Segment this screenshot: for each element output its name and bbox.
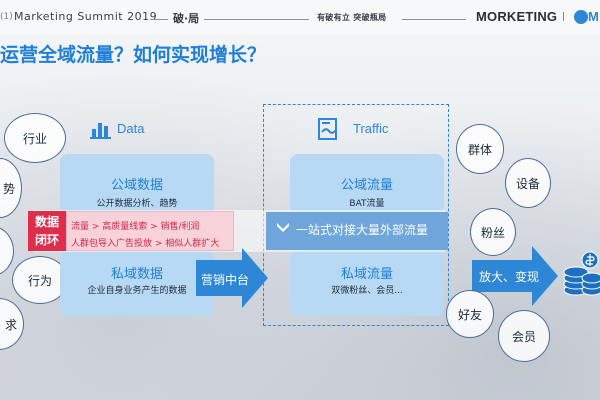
- private-traffic-title: 私域流量: [340, 267, 393, 282]
- header-theme: 破·局: [173, 12, 200, 25]
- header-mark: (1): [0, 12, 13, 22]
- private-traffic-panel: 私域流量 双微粉丝、会员...: [290, 250, 444, 316]
- public-traffic-title: 公域流量: [340, 178, 393, 193]
- external-traffic-band: [266, 212, 448, 250]
- header-slogan: 有破有立 突破瓶局: [317, 13, 387, 22]
- top-bar: (1) Marketing Summit 2019 破·局 有破有立 突破瓶局 …: [0, 0, 600, 34]
- closed-loop-line-2: 人群包导入广告投放 > 相似人群扩大: [71, 239, 220, 249]
- closed-loop-label: 数据 闭环: [28, 211, 66, 251]
- private-data-title: 私域数据: [110, 267, 163, 282]
- header-divider: [402, 19, 466, 20]
- private-data-subtitle: 企业自身业务产生的数据: [87, 286, 187, 296]
- public-traffic-subtitle: BAT流量: [349, 199, 385, 209]
- traffic-icon: [318, 118, 337, 140]
- bubble-friends: 好友: [446, 290, 494, 338]
- public-data-subtitle: 公开数据分析、趋势: [96, 199, 178, 209]
- data-section-title: Data: [117, 121, 145, 136]
- bar-chart-icon: [90, 123, 111, 139]
- bubble-fans: 粉丝: [470, 208, 516, 256]
- header-divider: [150, 19, 168, 20]
- public-data-panel: 公域数据 公开数据分析、趋势: [60, 154, 214, 214]
- private-traffic-subtitle: 双微粉丝、会员...: [331, 286, 403, 296]
- closed-loop-line-1: 流量 > 高质量线索 > 销售/利润: [71, 222, 200, 232]
- summit-name: Marketing Summit 2019: [14, 10, 158, 23]
- marketing-platform-arrow: [196, 248, 268, 308]
- bubble-device: 设备: [505, 158, 551, 208]
- logo-circle-icon: [574, 10, 588, 24]
- page-title: 运营全域流量？如何实现增长？: [0, 44, 267, 66]
- bubble-group: 群体: [456, 124, 504, 174]
- public-traffic-panel: 公域流量 BAT流量: [290, 154, 444, 214]
- logo-separator: |: [562, 12, 566, 22]
- marketing-platform-label: 营销中台: [201, 273, 250, 287]
- coins-icon: [563, 251, 600, 296]
- external-traffic-text: 一站式对接大量外部流量: [296, 223, 429, 237]
- growth-label: 放大、变现: [479, 270, 540, 284]
- growth-arrow: [472, 246, 558, 306]
- traffic-section-title: Traffic: [353, 121, 389, 136]
- public-data-title: 公域数据: [110, 178, 163, 193]
- closed-loop-box: [66, 211, 234, 251]
- header-divider: [204, 19, 309, 20]
- morketing-logo: MORKETING: [476, 9, 558, 24]
- private-data-panel: 私域数据 企业自身业务产生的数据: [60, 250, 214, 316]
- closed-loop-label-line-2: 闭环: [34, 233, 59, 247]
- bubble-members: 会员: [498, 310, 550, 362]
- closed-loop-label-line-1: 数据: [34, 215, 59, 229]
- chevron-down-icon: [277, 223, 289, 232]
- logo-letter: M: [588, 9, 599, 24]
- bubble-industry: 行业: [4, 113, 66, 163]
